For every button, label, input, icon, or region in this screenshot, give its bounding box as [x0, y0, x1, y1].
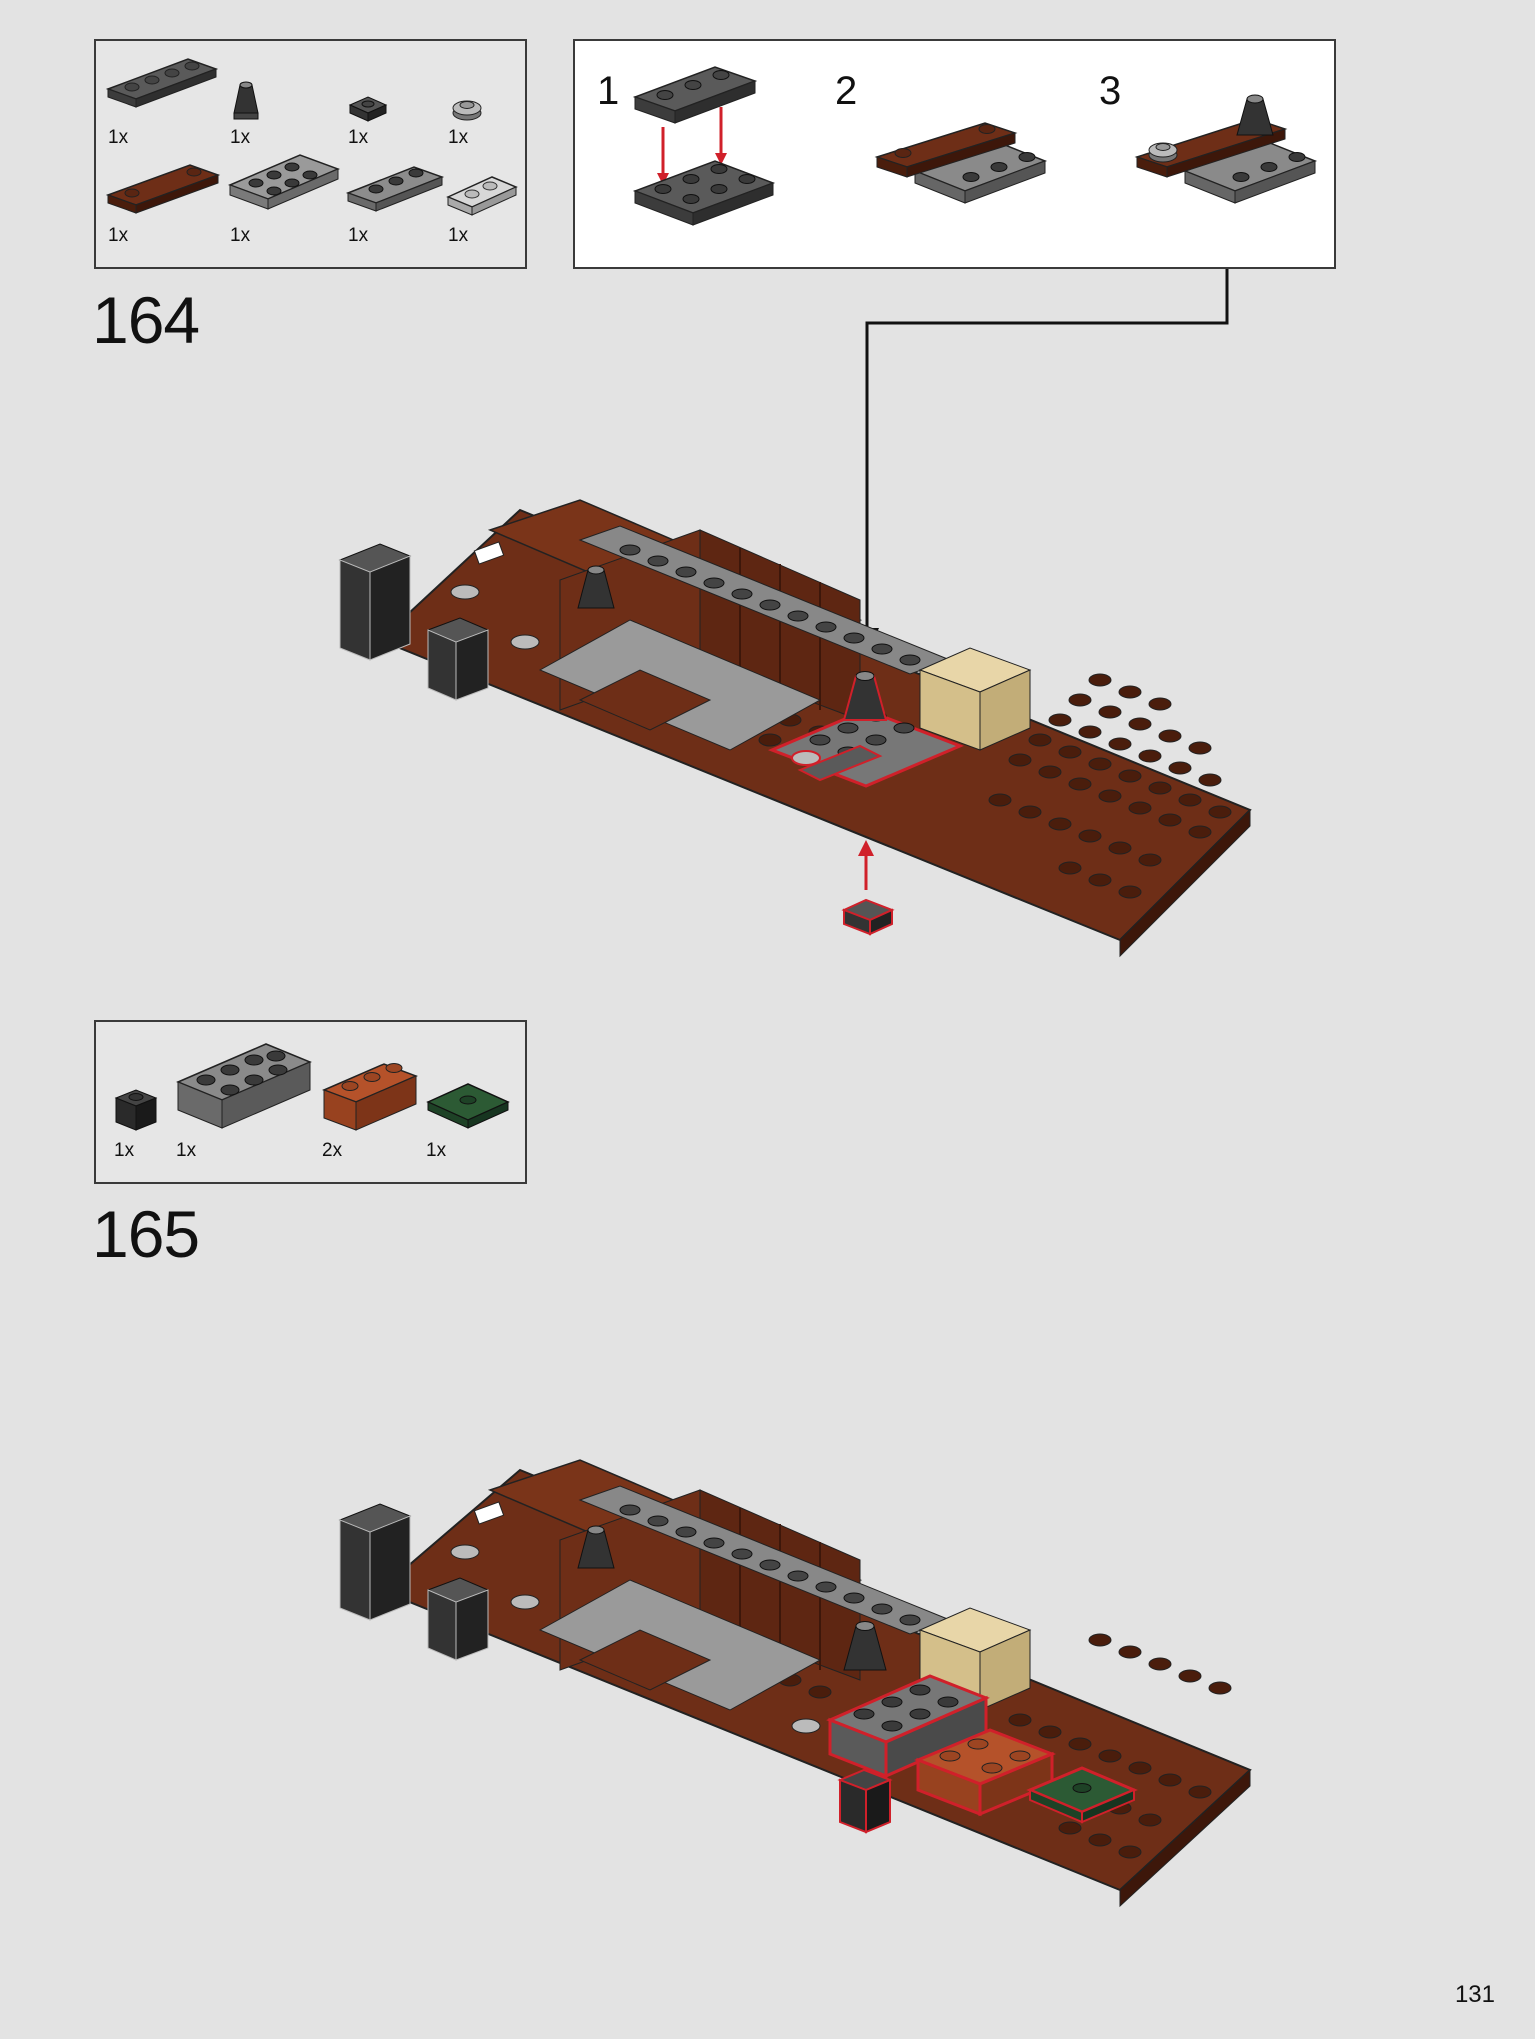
- step-number: 164: [92, 283, 200, 357]
- tile-1x1-icon: [348, 96, 388, 122]
- step-164-parts-list: 1x 1x 1x 1x 1x 1x 1x: [94, 39, 527, 269]
- round-plate-icon: [452, 100, 482, 121]
- dark-gray-plate-icon: [105, 58, 219, 108]
- step-164-model-illustration: [338, 499, 1252, 958]
- sub-step-1-illustration: [632, 66, 776, 226]
- part-qty: 1x: [348, 127, 369, 148]
- sub-step-number: 2: [835, 69, 858, 113]
- step-165-model-illustration: [338, 1459, 1252, 1908]
- page-number: 131: [1454, 1981, 1495, 2008]
- part-qty: 2x: [322, 1140, 343, 1161]
- part-qty: 1x: [176, 1140, 197, 1161]
- part-qty: 1x: [448, 127, 469, 148]
- light-gray-plate-icon: [446, 176, 518, 216]
- part-qty: 1x: [230, 225, 251, 246]
- part-qty: 1x: [230, 127, 251, 148]
- gray-brick-2x4-icon: [176, 1043, 312, 1129]
- step-165-parts-list: 1x 1x 2x 1x: [94, 1020, 527, 1184]
- gray-plate-1x3-icon: [345, 166, 445, 212]
- part-qty: 1x: [448, 225, 469, 246]
- sub-step-number: 1: [597, 69, 620, 113]
- black-brick-icon: [114, 1089, 158, 1131]
- part-qty: 1x: [108, 225, 129, 246]
- sub-step-2-illustration: [874, 122, 1048, 204]
- sub-step-3-illustration: [1134, 94, 1318, 204]
- part-qty: 1x: [108, 127, 129, 148]
- part-qty: 1x: [114, 1140, 135, 1161]
- orange-brick-icon: [321, 1063, 419, 1131]
- step-number: 165: [92, 1197, 200, 1271]
- green-tile-icon: [426, 1083, 510, 1129]
- part-qty: 1x: [426, 1140, 447, 1161]
- gray-plate-2x4-icon: [227, 154, 341, 210]
- sub-assembly-callout: 1 2 3: [573, 39, 1336, 269]
- brown-plate-icon: [105, 164, 221, 214]
- cone-icon: [233, 81, 259, 120]
- sub-step-number: 3: [1099, 69, 1122, 113]
- part-qty: 1x: [348, 225, 369, 246]
